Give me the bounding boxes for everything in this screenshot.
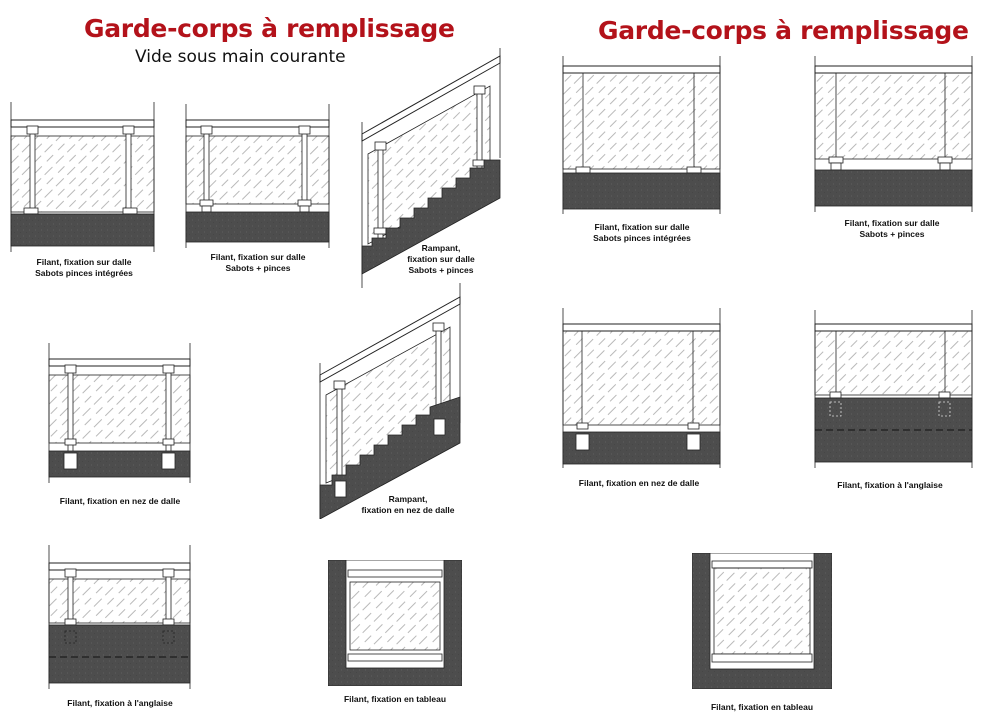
caption-l6: Filant, fixation à l'anglaise [67, 698, 173, 708]
caption-l7: Filant, fixation en tableau [343, 694, 447, 704]
caption-r3: Filant, fixation en nez de dalle [578, 478, 700, 488]
diagram-l3-sloped-slab [360, 48, 502, 288]
right-title: Garde-corps à remplissage [598, 16, 969, 45]
diagram-l6-flat-side-mount [48, 545, 192, 689]
caption-l5: Rampant,fixation en nez de dalle [361, 494, 455, 515]
diagram-l7-in-recess [328, 560, 462, 686]
diagram-r2-flat-slab-shoes [814, 56, 974, 212]
diagram-l4-flat-slab-edge [48, 343, 192, 483]
diagram-r5-in-recess [692, 553, 832, 689]
caption-l4: Filant, fixation en nez de dalle [59, 496, 181, 506]
diagram-l2-flat-slab-shoes [185, 104, 331, 248]
left-subtitle: Vide sous main courante [135, 47, 346, 67]
left-title: Garde-corps à remplissage [84, 14, 455, 43]
diagram-l5-sloped-slab-edge [318, 283, 462, 519]
diagram-r4-flat-side-mount [814, 310, 974, 468]
diagram-r1-flat-slab-integrated [562, 56, 722, 214]
caption-r5: Filant, fixation en tableau [710, 702, 814, 712]
caption-r4: Filant, fixation à l'anglaise [837, 480, 943, 490]
diagram-l1-flat-slab-integrated [10, 102, 156, 252]
diagram-r3-flat-slab-edge [562, 308, 722, 468]
